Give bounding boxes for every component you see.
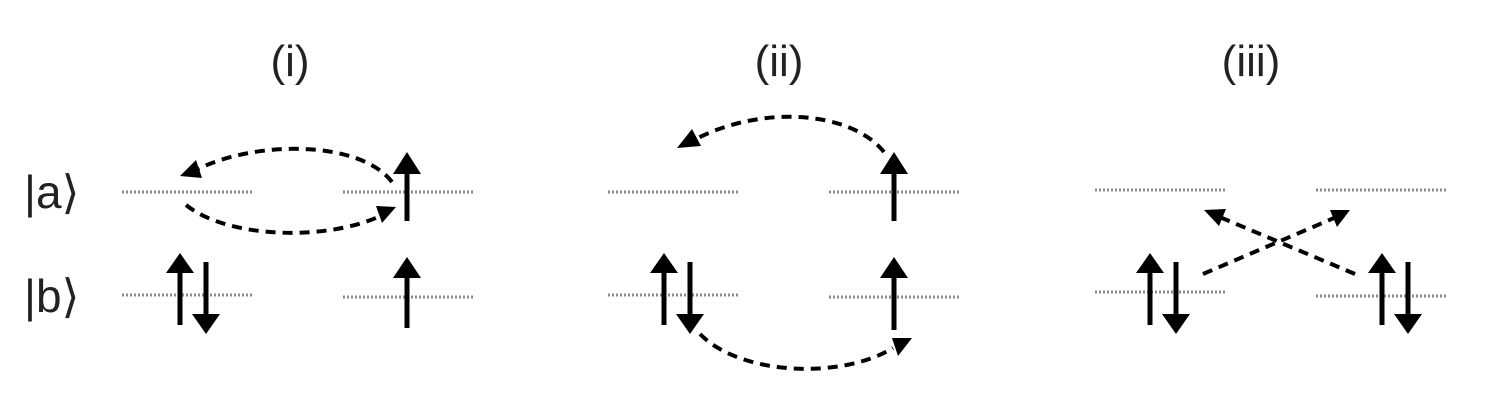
dashed-curved-arrow-icon (698, 332, 912, 371)
panel-label-iii: (iii) (1222, 37, 1281, 86)
dashed-curved-arrow-icon (677, 114, 886, 154)
spin-down-arrow-icon (1162, 262, 1190, 334)
dashed-straight-arrow-icon (1202, 210, 1350, 276)
spin-up-arrow-icon (1136, 253, 1164, 325)
panel-iii (1095, 188, 1446, 334)
dashed-curved-arrow-icon (184, 203, 396, 235)
state-label-b: |b⟩ (24, 270, 79, 322)
spin-down-arrow-icon (1394, 262, 1422, 334)
spin-up-arrow-icon (166, 253, 194, 325)
spin-up-arrow-icon (880, 257, 908, 330)
spin-down-arrow-icon (192, 262, 220, 334)
spin-up-arrow-icon (880, 152, 908, 221)
spin-up-arrow-icon (393, 257, 421, 328)
dashed-curved-arrow-icon (180, 146, 394, 184)
panel-ii (608, 114, 959, 371)
spin-up-arrow-icon (650, 253, 678, 325)
panel-label-i: (i) (270, 37, 309, 86)
panel-label-ii: (ii) (755, 37, 804, 86)
spin-down-arrow-icon (676, 262, 704, 334)
panel-i (122, 146, 473, 334)
state-label-a: |a⟩ (24, 166, 79, 218)
spin-up-arrow-icon (1368, 253, 1396, 325)
spin-up-arrow-icon (393, 152, 421, 221)
dashed-straight-arrow-icon (1204, 209, 1356, 276)
